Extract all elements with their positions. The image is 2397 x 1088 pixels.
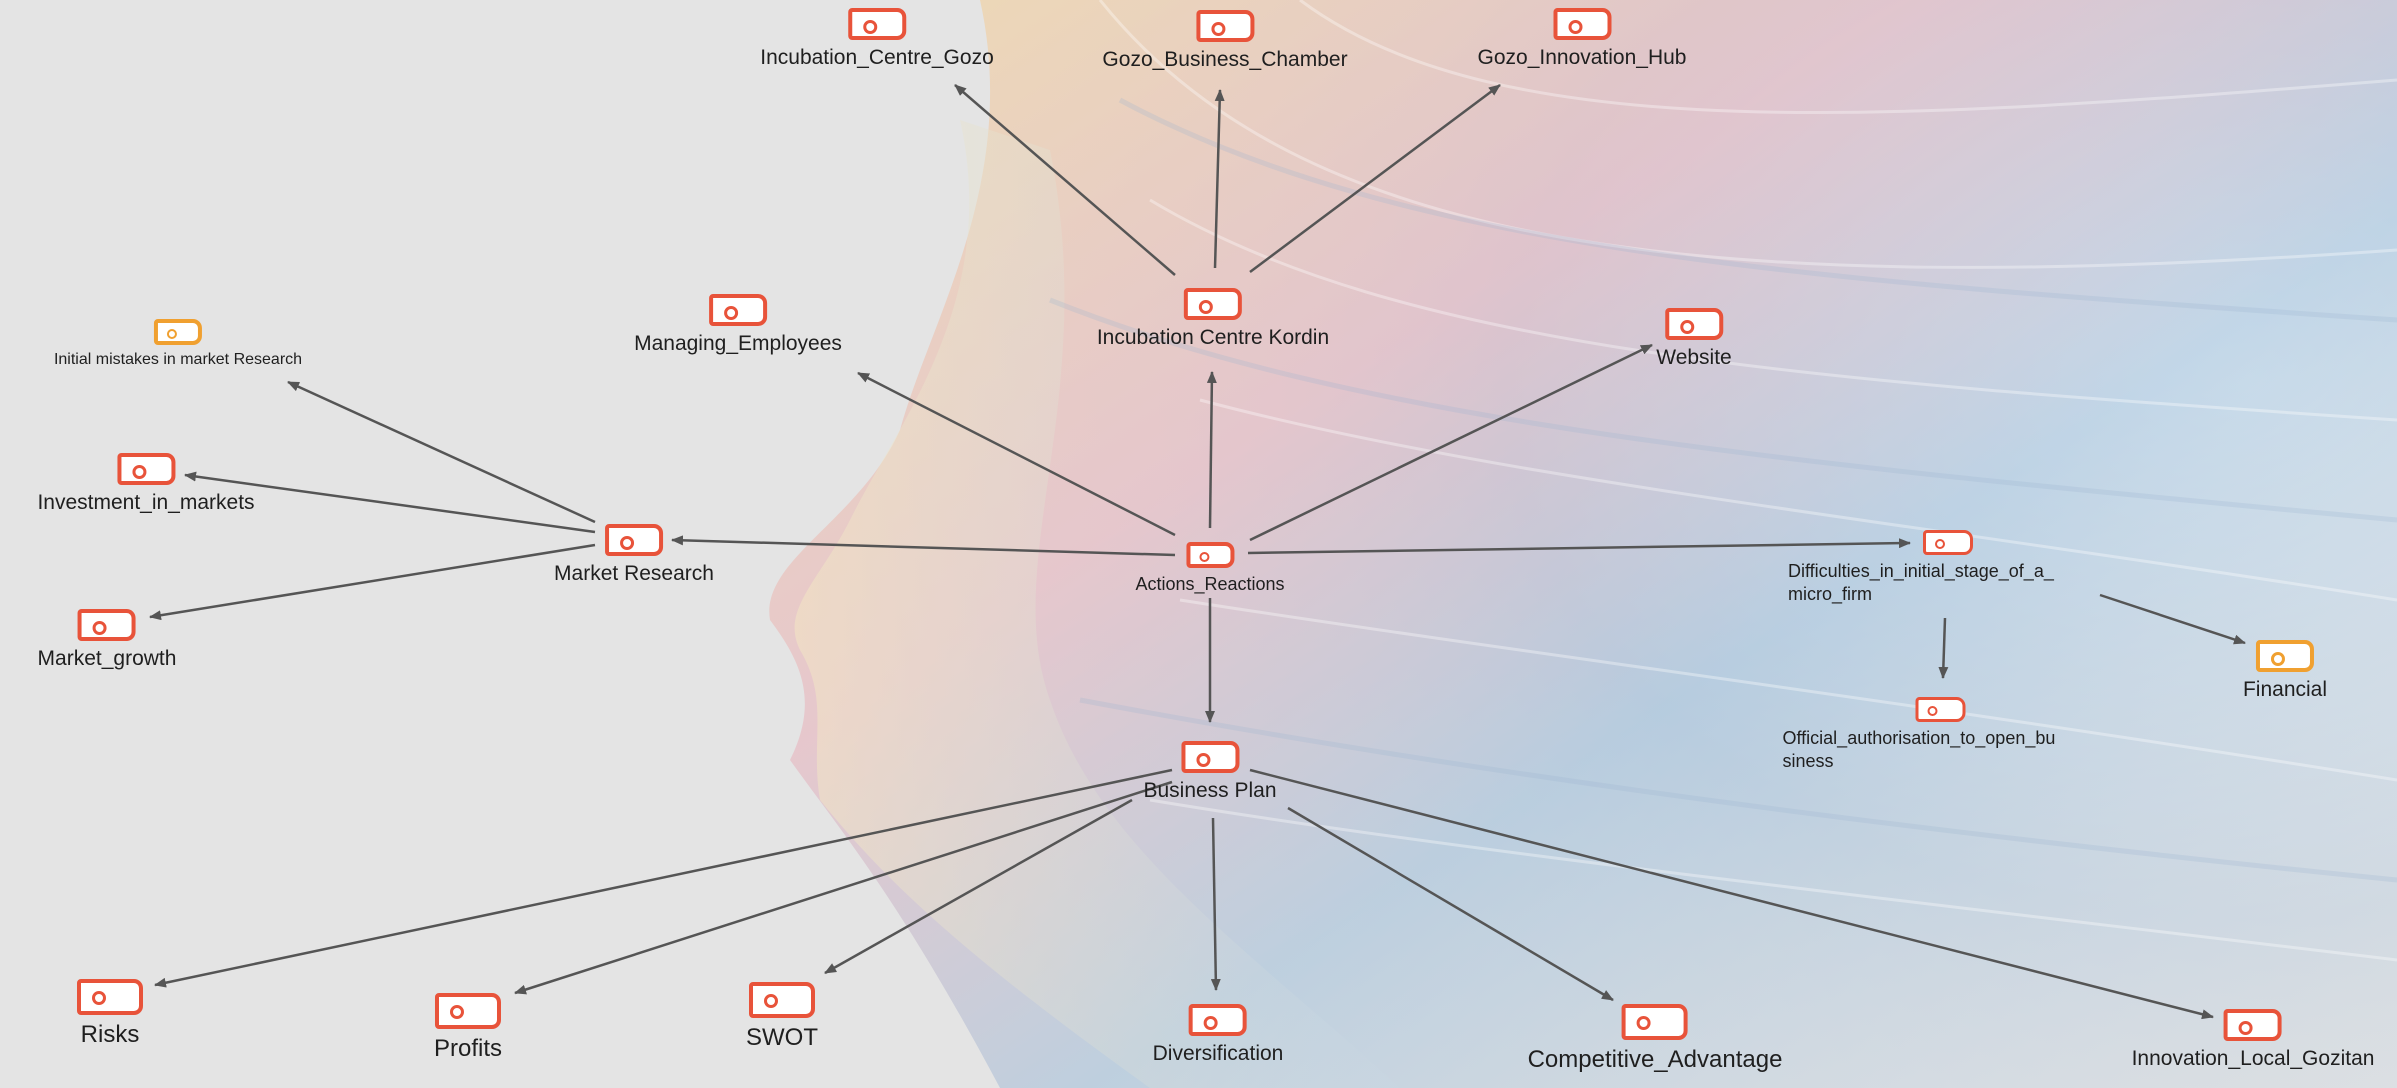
node-label: Managing_Employees bbox=[634, 332, 842, 355]
node-label: Business Plan bbox=[1143, 779, 1277, 802]
code-tag-icon bbox=[2255, 640, 2314, 672]
node-gozo-innovation-hub[interactable]: Gozo_Innovation_Hub bbox=[1478, 8, 1687, 71]
code-tag-icon bbox=[1189, 1004, 1247, 1036]
edge-business-plan-to-risks bbox=[154, 768, 1173, 988]
node-initial-mistakes[interactable]: Initial mistakes in market Research bbox=[54, 319, 302, 370]
node-label: Difficulties_in_initial_stage_of_a_ micr… bbox=[1788, 561, 2054, 604]
edge-business-plan-to-competitive-advantage bbox=[1287, 806, 1614, 1002]
node-label: Market_growth bbox=[37, 647, 177, 670]
node-label: Risks bbox=[80, 1021, 140, 1048]
edge-actions-to-website bbox=[1249, 343, 1653, 542]
node-label: Incubation Centre Kordin bbox=[1096, 326, 1330, 349]
node-financial[interactable]: Financial bbox=[2243, 640, 2327, 703]
node-label: Market Research bbox=[554, 562, 714, 585]
node-gozo-business-chamber[interactable]: Gozo_Business_Chamber bbox=[1102, 10, 1348, 73]
edge-actions-to-managing-employees bbox=[857, 371, 1176, 537]
edge-actions-to-kordin bbox=[1206, 371, 1217, 529]
edge-business-plan-to-profits bbox=[514, 780, 1173, 995]
code-tag-icon bbox=[154, 319, 202, 345]
code-tag-icon bbox=[1923, 530, 1973, 555]
edge-business-plan-to-diversification bbox=[1210, 817, 1221, 991]
node-label: Profits bbox=[433, 1035, 503, 1062]
node-label: Investment_in_markets bbox=[37, 491, 255, 514]
code-tag-icon bbox=[77, 609, 136, 641]
node-label: SWOT bbox=[746, 1024, 818, 1051]
code-tag-icon bbox=[116, 453, 175, 485]
node-managing-employees[interactable]: Managing_Employees bbox=[634, 294, 842, 357]
node-label: Competitive_Advantage bbox=[1527, 1046, 1783, 1073]
edge-actions-to-difficulties bbox=[1247, 538, 1911, 555]
node-market-research[interactable]: Market Research bbox=[554, 524, 714, 587]
node-diversification[interactable]: Diversification bbox=[1152, 1004, 1284, 1067]
code-tag-icon bbox=[1915, 697, 1965, 722]
edge-kordin-to-gozo-business-chamber bbox=[1213, 89, 1225, 269]
edge-kordin-to-gozo-innovation-hub bbox=[1249, 83, 1501, 274]
node-incubation-centre-kordin[interactable]: Incubation Centre Kordin bbox=[1097, 288, 1329, 351]
edge-difficulties-to-financial bbox=[2099, 593, 2246, 645]
code-tag-icon bbox=[434, 993, 501, 1029]
node-official-authorisation[interactable]: Official_authorisation_to_open_bu siness bbox=[1783, 697, 2098, 772]
edge-actions-to-market-research bbox=[671, 535, 1176, 557]
code-tag-icon bbox=[1664, 308, 1723, 340]
code-tag-icon bbox=[1195, 10, 1254, 42]
edge-market-research-to-market-growth bbox=[149, 543, 596, 621]
node-website[interactable]: Website bbox=[1656, 308, 1732, 371]
code-tag-icon bbox=[1186, 542, 1234, 568]
node-investment-in-markets[interactable]: Investment_in_markets bbox=[37, 453, 255, 516]
node-innovation-local-gozitan[interactable]: Innovation_Local_Gozitan bbox=[2131, 1009, 2375, 1072]
code-tag-icon bbox=[848, 8, 906, 40]
node-swot[interactable]: SWOT bbox=[746, 982, 818, 1053]
node-label: Incubation_Centre_Gozo bbox=[760, 46, 994, 69]
node-label: Diversification bbox=[1152, 1042, 1284, 1065]
node-risks[interactable]: Risks bbox=[77, 979, 143, 1050]
edge-difficulties-to-official-authorisation bbox=[1938, 617, 1949, 679]
code-tag-icon bbox=[1553, 8, 1611, 40]
node-label: Gozo_Innovation_Hub bbox=[1477, 46, 1687, 69]
node-profits[interactable]: Profits bbox=[434, 993, 502, 1064]
code-tag-icon bbox=[708, 294, 767, 326]
node-label: Initial mistakes in market Research bbox=[53, 351, 303, 368]
node-incubation-centre-gozo[interactable]: Incubation_Centre_Gozo bbox=[760, 8, 994, 71]
edge-business-plan-to-swot bbox=[824, 798, 1133, 975]
edge-market-research-to-investment bbox=[184, 471, 596, 534]
code-tag-icon bbox=[2224, 1009, 2282, 1041]
node-label: Website bbox=[1656, 346, 1732, 369]
code-tag-icon bbox=[1180, 741, 1239, 773]
node-actions-reactions[interactable]: Actions_Reactions bbox=[1135, 542, 1285, 596]
node-label: Financial bbox=[2242, 678, 2328, 701]
node-label: Actions_Reactions bbox=[1135, 574, 1285, 594]
node-competitive-advantage[interactable]: Competitive_Advantage bbox=[1527, 1004, 1783, 1075]
node-business-plan[interactable]: Business Plan bbox=[1143, 741, 1277, 804]
edge-business-plan-to-innovation-local bbox=[1249, 768, 2214, 1020]
node-difficulties[interactable]: Difficulties_in_initial_stage_of_a_ micr… bbox=[1788, 530, 2108, 605]
node-market-growth[interactable]: Market_growth bbox=[37, 609, 177, 672]
edge-market-research-to-initial-mistakes bbox=[287, 380, 596, 524]
code-tag-icon bbox=[1621, 1004, 1688, 1040]
code-tag-icon bbox=[77, 979, 143, 1015]
node-label: Gozo_Business_Chamber bbox=[1102, 48, 1348, 71]
code-tag-icon bbox=[749, 982, 815, 1018]
node-label: Innovation_Local_Gozitan bbox=[2131, 1047, 2375, 1070]
code-tag-icon bbox=[604, 524, 663, 556]
node-label: Official_authorisation_to_open_bu siness bbox=[1782, 728, 2056, 771]
code-tag-icon bbox=[1184, 288, 1242, 320]
edge-kordin-to-incubation-gozo bbox=[954, 84, 1176, 276]
